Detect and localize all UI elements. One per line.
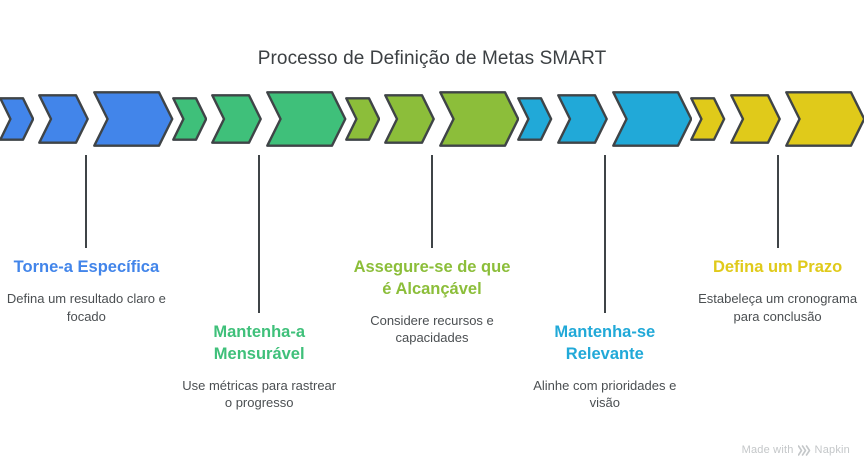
- chevron-arrow-icon: [611, 91, 693, 147]
- step-description: Alinhe com prioridades e visão: [533, 377, 677, 411]
- page-title: Processo de Definição de Metas SMART: [257, 48, 607, 69]
- chevron-group: [171, 88, 347, 150]
- chevron-arrow-icon: [729, 94, 781, 144]
- watermark: Made with Napkin: [742, 444, 850, 456]
- chevron-arrow-icon: [517, 97, 553, 141]
- connector-line: [430, 155, 433, 248]
- connector-line: [258, 155, 261, 313]
- chevron-arrow-icon: [344, 97, 380, 141]
- watermark-brand-label: Napkin: [814, 444, 850, 456]
- connector-line: [603, 155, 606, 313]
- chevron-arrow-icon: [0, 97, 35, 141]
- step-heading: Torne-a Específica: [13, 258, 160, 276]
- step-description: Use métricas para rastrear o progresso: [182, 377, 337, 411]
- step-heading: Mantenha-a Mensurável: [213, 323, 306, 363]
- chevron-arrow-icon: [266, 91, 347, 147]
- step-heading: Mantenha-se Relevante: [554, 323, 656, 363]
- chevron-arrow-icon: [93, 91, 174, 147]
- connector-line: [85, 155, 88, 248]
- step-heading: Defina um Prazo: [712, 258, 843, 276]
- chevron-group: [0, 88, 174, 150]
- chevron-arrow-icon: [784, 91, 864, 147]
- chevron-arrow-icon: [556, 94, 608, 144]
- step-description: Considere recursos e capacidades: [370, 312, 494, 346]
- chevron-group: [690, 88, 864, 150]
- connector-line: [776, 155, 779, 248]
- chevron-arrow-icon: [439, 91, 520, 147]
- chevron-arrow-icon: [38, 94, 90, 144]
- watermark-made-with-label: Made with: [741, 444, 794, 456]
- step-description: Estabeleça um cronograma para conclusão: [698, 290, 858, 324]
- chevron-group: [344, 88, 520, 150]
- step-description: Defina um resultado claro e focado: [6, 290, 166, 324]
- napkin-chevron-logo-icon: [797, 444, 811, 456]
- chevron-group: [517, 88, 693, 150]
- chevron-arrow-icon: [171, 97, 208, 141]
- step-heading: Assegure-se de que é Alcançável: [353, 258, 511, 298]
- chevron-arrow-icon: [211, 94, 263, 144]
- chevron-arrow-icon: [384, 94, 435, 144]
- chevron-arrow-icon: [690, 97, 726, 141]
